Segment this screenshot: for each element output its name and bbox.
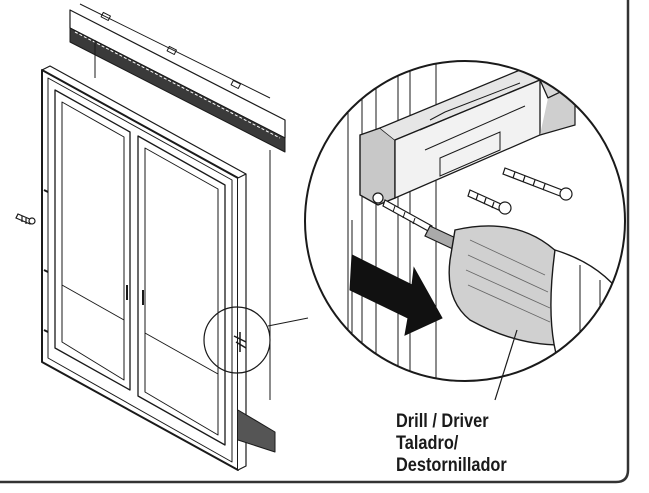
- drill-label-es-1: Taladro/: [396, 433, 459, 454]
- label-leader: [494, 329, 518, 401]
- door-panel-right: [137, 135, 226, 446]
- detail-marker-circle: [203, 306, 271, 374]
- screw-icon: [467, 189, 512, 215]
- detail-view: [304, 60, 626, 382]
- header-flashing: [69, 3, 286, 153]
- door-panel-left: [54, 89, 131, 391]
- screw-icon: [502, 167, 573, 201]
- door-frame: [41, 65, 247, 471]
- push-arrow-icon: [349, 254, 443, 336]
- detail-leader: [267, 317, 309, 327]
- screw-icon: [15, 213, 36, 225]
- drill-label-en: Drill / Driver: [396, 411, 489, 432]
- drill-label-es-2: Destornillador: [396, 455, 507, 476]
- frame-border: [0, 0, 630, 484]
- door-assembly: [41, 3, 286, 471]
- door-sill: [237, 409, 276, 453]
- frame-rails: [347, 61, 437, 381]
